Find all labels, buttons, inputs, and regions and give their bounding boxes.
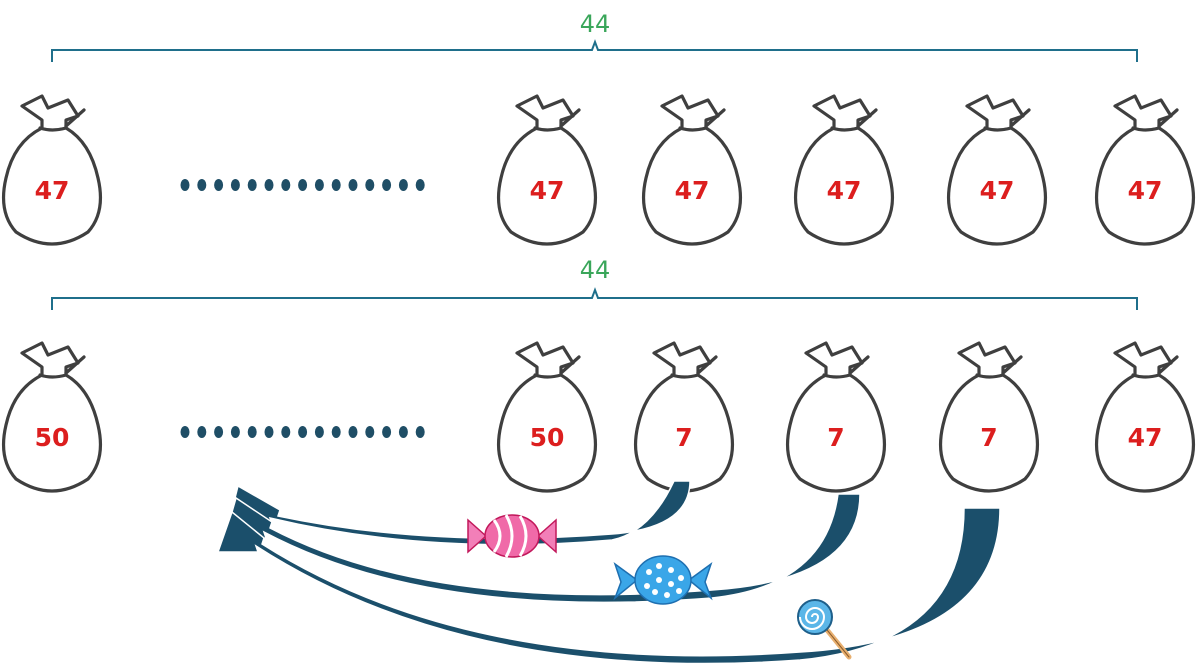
bag-value: 47 — [980, 176, 1015, 205]
ellipsis-dot — [365, 426, 374, 438]
ellipsis-dot — [214, 426, 223, 438]
ellipsis-dot — [349, 179, 358, 191]
ellipsis-dots-row2 — [181, 426, 425, 438]
ellipsis-dot — [332, 179, 341, 191]
curved-arrows — [218, 481, 1000, 664]
bag: 47 — [1097, 343, 1194, 491]
bag-value: 7 — [980, 423, 997, 452]
bag-value: 7 — [675, 423, 692, 452]
ellipsis-dot — [197, 426, 206, 438]
ellipsis-dot — [281, 426, 290, 438]
ellipsis-dot — [382, 426, 391, 438]
bag: 7 — [788, 343, 885, 491]
bag: 47 — [644, 96, 741, 244]
bag: 47 — [949, 96, 1046, 244]
ellipsis-dots-row1 — [181, 179, 425, 191]
row1-brace-label: 44 — [580, 10, 611, 38]
bag-value: 47 — [1128, 176, 1163, 205]
bag: 47 — [499, 96, 596, 244]
ellipsis-dot — [416, 179, 425, 191]
row2-brace-label: 44 — [580, 256, 611, 284]
bag: 50 — [499, 343, 596, 491]
ellipsis-dot — [416, 426, 425, 438]
arrow-2 — [224, 494, 860, 602]
row1-bags: 47 47 47 47 47 47 — [4, 96, 1194, 244]
ellipsis-dot — [197, 179, 206, 191]
bag: 47 — [1097, 96, 1194, 244]
ellipsis-dot — [382, 179, 391, 191]
ellipsis-dot — [214, 179, 223, 191]
ellipsis-dot — [349, 426, 358, 438]
ellipsis-dot — [181, 426, 190, 438]
ellipsis-dot — [332, 426, 341, 438]
ellipsis-dot — [315, 426, 324, 438]
pink-wrapped-candy-icon — [468, 515, 556, 557]
ellipsis-dot — [181, 179, 190, 191]
bag-value: 50 — [530, 423, 565, 452]
ellipsis-dot — [248, 426, 257, 438]
bag-value: 47 — [35, 176, 70, 205]
ellipsis-dot — [265, 179, 274, 191]
row2-brace: 44 — [52, 256, 1137, 310]
ellipsis-dot — [231, 426, 240, 438]
row1-brace: 44 — [52, 10, 1137, 62]
bag: 47 — [796, 96, 893, 244]
ellipsis-dot — [298, 179, 307, 191]
ellipsis-dot — [365, 179, 374, 191]
lollipop-icon — [798, 600, 849, 657]
bag-value: 47 — [1128, 423, 1163, 452]
row2-bags: 50 50 7 7 7 47 — [4, 343, 1194, 491]
ellipsis-dot — [399, 179, 408, 191]
ellipsis-dot — [315, 179, 324, 191]
ellipsis-dot — [298, 426, 307, 438]
ellipsis-dot — [265, 426, 274, 438]
bag-value: 47 — [675, 176, 710, 205]
bag: 7 — [941, 343, 1038, 491]
ellipsis-dot — [281, 179, 290, 191]
bag: 7 — [636, 343, 733, 491]
ellipsis-dot — [231, 179, 240, 191]
ellipsis-dot — [248, 179, 257, 191]
ellipsis-dot — [399, 426, 408, 438]
bag-value: 50 — [35, 423, 70, 452]
bag-value: 47 — [530, 176, 565, 205]
bag-value: 7 — [827, 423, 844, 452]
bag: 50 — [4, 343, 101, 491]
arrow-1 — [228, 481, 690, 545]
bag: 47 — [4, 96, 101, 244]
bag-value: 47 — [827, 176, 862, 205]
